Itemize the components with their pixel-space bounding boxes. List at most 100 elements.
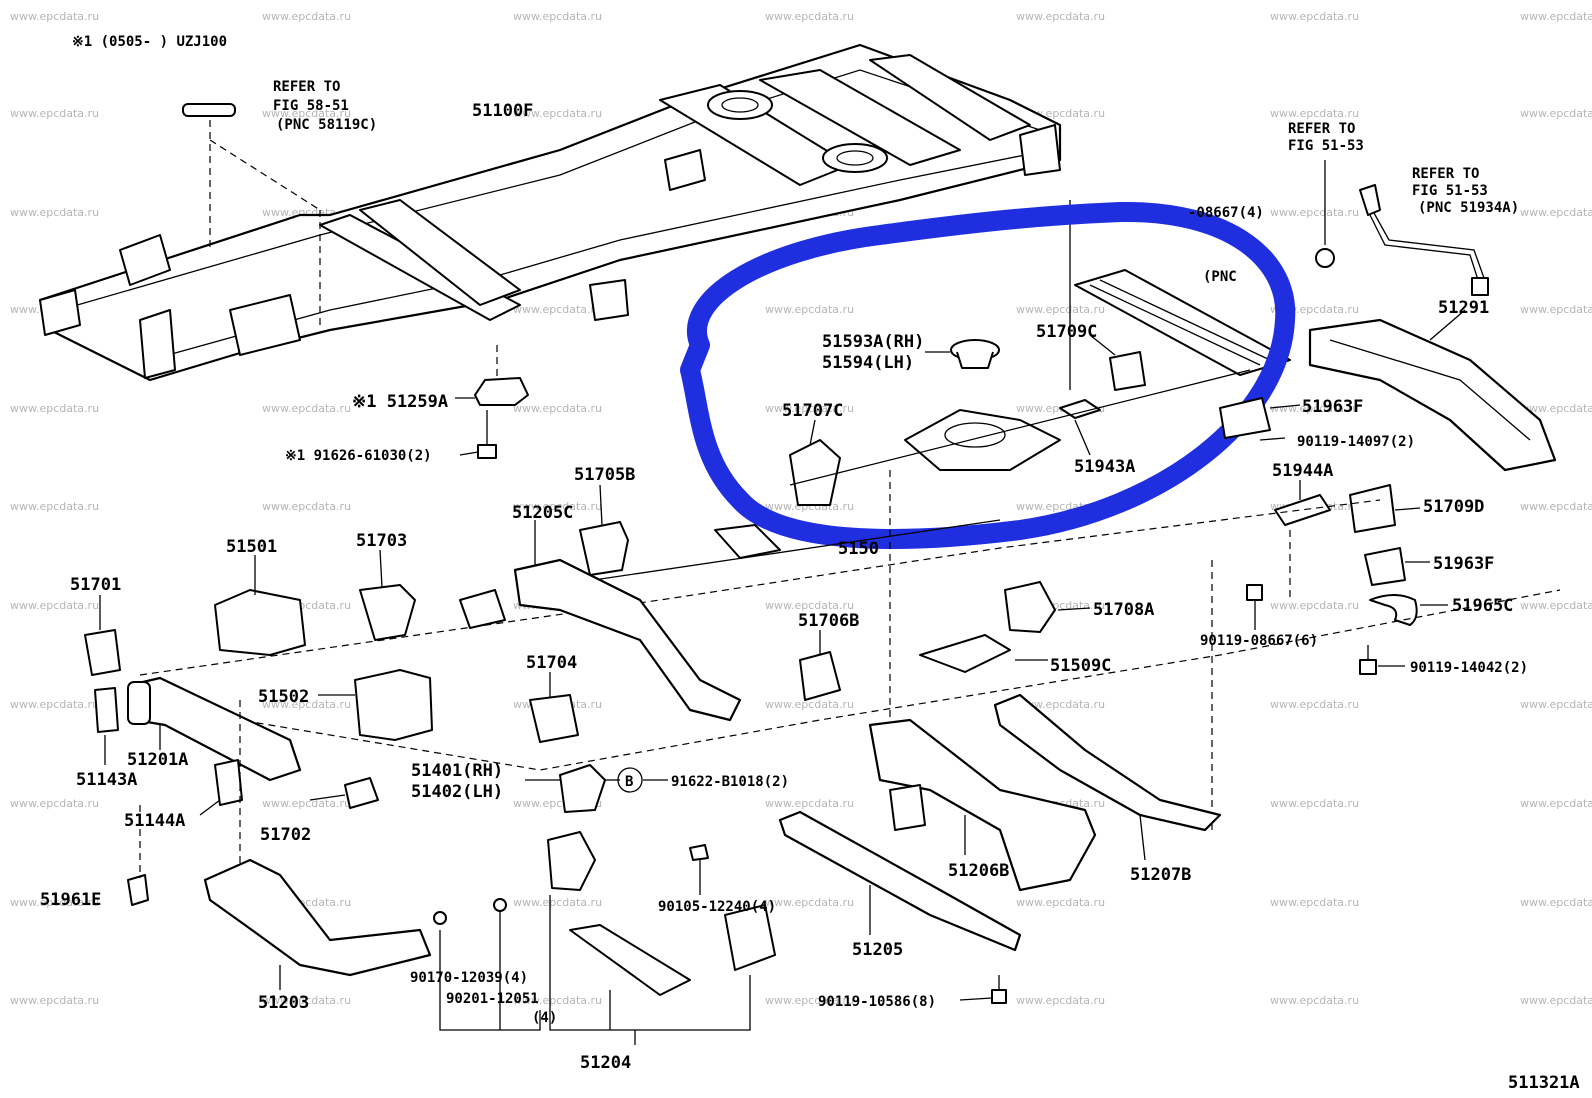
ref3-line3: (PNC 51934A): [1418, 200, 1519, 216]
watermark-text: www.epcdata.ru: [10, 896, 99, 909]
label-90119-14097: 90119-14097(2): [1297, 434, 1415, 450]
watermark-text: www.epcdata.ru: [1270, 206, 1359, 219]
watermark-text: www.epcdata.ru: [262, 10, 351, 23]
watermark-text: www.epcdata.ru: [1520, 698, 1592, 711]
label-51509c: 51509C: [1050, 656, 1111, 676]
watermark-text: www.epcdata.ru: [1016, 698, 1105, 711]
watermark-text: www.epcdata.ru: [262, 500, 351, 513]
label-51703: 51703: [356, 531, 407, 551]
label-51963f-b: 51963F: [1433, 554, 1494, 574]
label-90119-08667-4: -08667(4): [1188, 205, 1264, 221]
watermark-text: www.epcdata.ru: [765, 10, 854, 23]
watermark-text: www.epcdata.ru: [262, 797, 351, 810]
label-51501: 51501: [226, 537, 277, 557]
blue-hand-drawn-circle: [680, 201, 1296, 549]
watermark-text: www.epcdata.ru: [765, 994, 854, 1007]
watermark-text: www.epcdata.ru: [1270, 599, 1359, 612]
watermark-text: www.epcdata.ru: [513, 896, 602, 909]
label-90119-08667-6: 90119-08667(6): [1200, 633, 1318, 649]
label-51705b: 51705B: [574, 465, 635, 485]
label-circle-b: B: [625, 774, 633, 790]
lower-frame-exploded: [84, 470, 1561, 1045]
watermark-text: www.epcdata.ru: [765, 896, 854, 909]
label-51709d: 51709D: [1423, 497, 1484, 517]
label-51702: 51702: [260, 825, 311, 845]
watermark-text: www.epcdata.ru: [262, 698, 351, 711]
watermark-text: www.epcdata.ru: [1016, 994, 1105, 1007]
watermark-text: www.epcdata.ru: [1270, 698, 1359, 711]
watermark-text: www.epcdata.ru: [1270, 107, 1359, 120]
watermark-text: www.epcdata.ru: [1270, 797, 1359, 810]
watermark-text: www.epcdata.ru: [1520, 402, 1592, 415]
label-51204: 51204: [580, 1053, 631, 1073]
ref2-line2: FIG 51-53: [1288, 138, 1364, 154]
ref1-line3: (PNC 58119C): [276, 117, 377, 133]
watermark-text: www.epcdata.ru: [1016, 896, 1105, 909]
highlighted-region-parts: [789, 200, 1291, 506]
label-90170: 90170-12039(4): [410, 970, 528, 986]
note-line: ※1 (0505- ) UZJ100: [72, 34, 227, 50]
label-51708a: 51708A: [1093, 600, 1154, 620]
watermark-text: www.epcdata.ru: [10, 994, 99, 1007]
label-51144a: 51144A: [124, 811, 185, 831]
watermark-text: www.epcdata.ru: [1016, 303, 1105, 316]
watermark-text: www.epcdata.ru: [513, 500, 602, 513]
label-51944a: 51944A: [1272, 461, 1333, 481]
watermark-text: www.epcdata.ru: [10, 599, 99, 612]
watermark-text: www.epcdata.ru: [262, 107, 351, 120]
watermark-text: www.epcdata.ru: [10, 797, 99, 810]
watermark-text: www.epcdata.ru: [765, 797, 854, 810]
watermarks: www.epcdata.ru www.epcdata.ru www.epcdata.…: [10, 10, 1592, 1007]
label-51259a: ※1 51259A: [352, 392, 448, 412]
label-51201a: 51201A: [127, 750, 188, 770]
watermark-text: www.epcdata.ru: [513, 402, 602, 415]
label-51205c: 51205C: [512, 503, 573, 523]
watermark-text: www.epcdata.ru: [262, 402, 351, 415]
mount-51259a: [474, 377, 529, 406]
watermark-text: www.epcdata.ru: [765, 698, 854, 711]
watermark-text: www.epcdata.ru: [513, 994, 602, 1007]
label-51706b: 51706B: [798, 611, 859, 631]
watermark-text: www.epcdata.ru: [1016, 10, 1105, 23]
label-90119-10586: 90119-10586(8): [818, 994, 936, 1010]
watermark-text: www.epcdata.ru: [1520, 994, 1592, 1007]
label-51402: 51402(LH): [411, 782, 503, 802]
label-51963f-a: 51963F: [1302, 397, 1363, 417]
watermark-text: www.epcdata.ru: [1270, 994, 1359, 1007]
watermark-text: www.epcdata.ru: [1270, 10, 1359, 23]
watermark-text: www.epcdata.ru: [10, 698, 99, 711]
watermark-text: www.epcdata.ru: [10, 206, 99, 219]
ref3-line1: REFER TO: [1412, 166, 1479, 182]
watermark-text: www.epcdata.ru: [765, 500, 854, 513]
watermark-text: www.epcdata.ru: [10, 10, 99, 23]
label-51943a: 51943A: [1074, 457, 1135, 477]
watermark-text: www.epcdata.ru: [1270, 896, 1359, 909]
ref1-line2: FIG 58-51: [273, 98, 349, 114]
right-side-parts: [1211, 160, 1557, 830]
label-90119-14042: 90119-14042(2): [1410, 660, 1528, 676]
ref1-line1: REFER TO: [273, 79, 340, 95]
label-51207b: 51207B: [1130, 865, 1191, 885]
watermark-text: www.epcdata.ru: [1520, 500, 1592, 513]
label-51961e: 51961E: [40, 890, 101, 910]
watermark-text: www.epcdata.ru: [513, 107, 602, 120]
watermark-text: www.epcdata.ru: [765, 599, 854, 612]
label-90105: 90105-12240(4): [658, 899, 776, 915]
bolt-91626-icon: [477, 410, 497, 459]
label-91626: ※1 91626-61030(2): [285, 448, 432, 464]
label-90201: 90201-12051: [446, 991, 539, 1007]
label-51205: 51205: [852, 940, 903, 960]
label-51707c: 51707C: [782, 401, 843, 421]
watermark-text: www.epcdata.ru: [1520, 107, 1592, 120]
label-51709c: 51709C: [1036, 322, 1097, 342]
label-90201-qty: (4): [532, 1010, 557, 1026]
label-51593a: 51593A(RH): [822, 332, 924, 352]
watermark-text: www.epcdata.ru: [513, 10, 602, 23]
watermark-text: www.epcdata.ru: [1520, 10, 1592, 23]
watermark-text: www.epcdata.ru: [1520, 896, 1592, 909]
watermark-text: www.epcdata.ru: [1520, 797, 1592, 810]
label-91622: 91622-B1018(2): [671, 774, 789, 790]
ref-partial: (PNC: [1203, 269, 1237, 285]
label-51965c: 51965C: [1452, 596, 1513, 616]
